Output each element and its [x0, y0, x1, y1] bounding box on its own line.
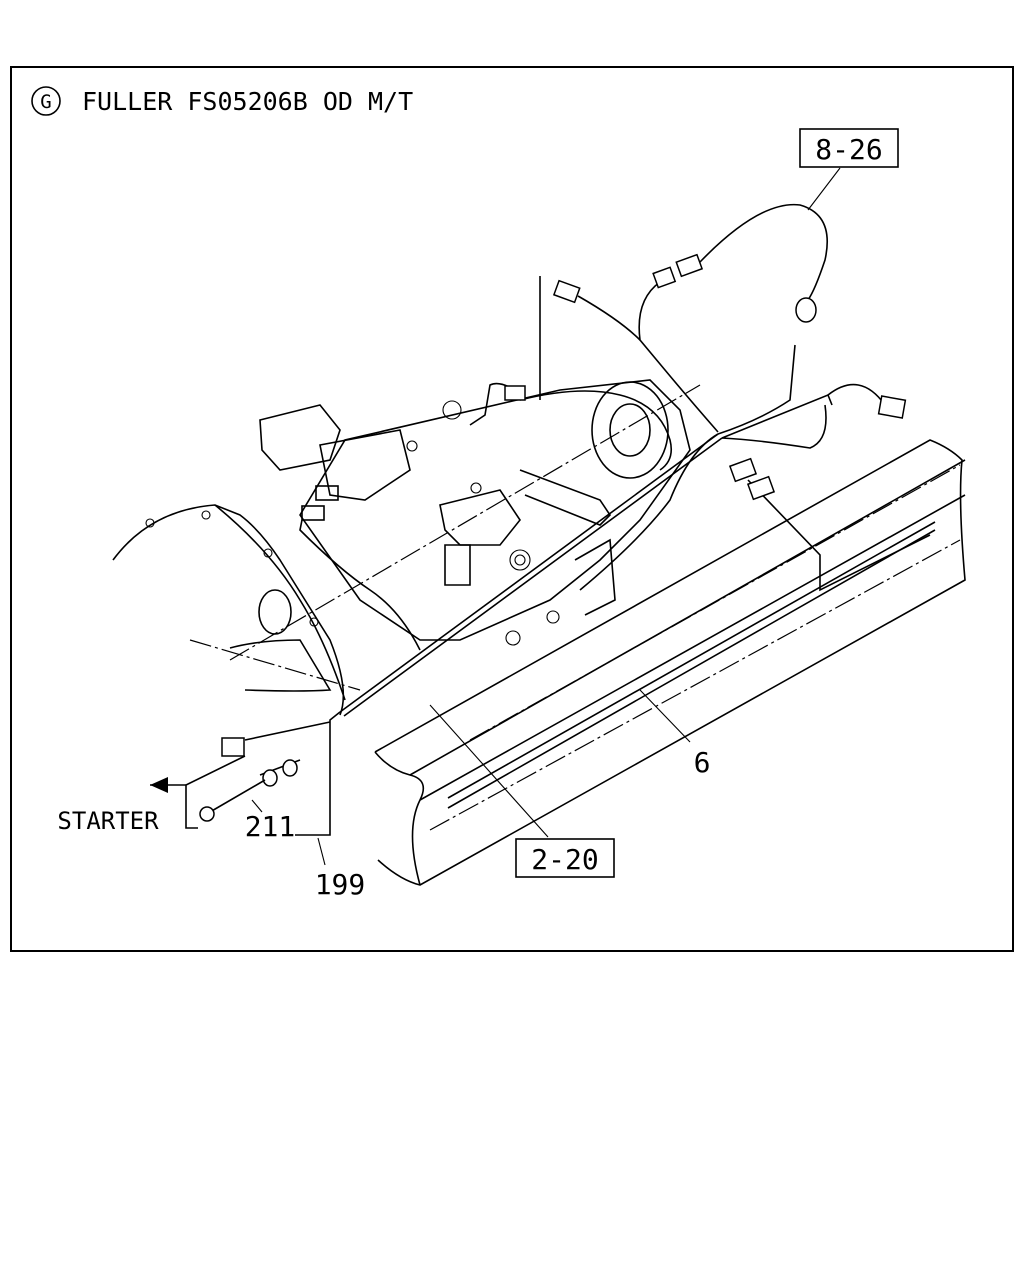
- part-number-6: 6: [694, 746, 711, 779]
- leader-lines: [251, 167, 841, 866]
- starter-label: STARTER: [57, 807, 159, 835]
- starter-branch: [150, 721, 331, 829]
- callouts: 8-26 2-20 6 211 199 STARTER: [57, 128, 899, 901]
- section-letter: G: [40, 91, 51, 113]
- ring-terminal-icon: [199, 806, 215, 822]
- frame-rail: [374, 439, 966, 886]
- part-number-199: 199: [315, 868, 366, 901]
- part-number-211: 211: [245, 810, 296, 843]
- ref-label-bottom[interactable]: 2-20: [531, 843, 598, 876]
- ref-label-top[interactable]: 8-26: [815, 133, 882, 166]
- ref-box-top: [799, 128, 899, 168]
- arrow-left-icon: [150, 777, 168, 793]
- section-header: G FULLER FS05206B OD M/T: [31, 86, 413, 116]
- transmission-case: [229, 379, 701, 661]
- connector-icon: [221, 737, 245, 757]
- section-circle-icon: [31, 86, 61, 116]
- upper-sensor-lead: [469, 203, 907, 501]
- diagram-title: FULLER FS05206B OD M/T: [82, 87, 413, 116]
- ref-box-bottom: [515, 838, 615, 878]
- diagram-frame: [10, 66, 1014, 952]
- bell-housing: [112, 504, 361, 716]
- main-harness: [295, 344, 931, 836]
